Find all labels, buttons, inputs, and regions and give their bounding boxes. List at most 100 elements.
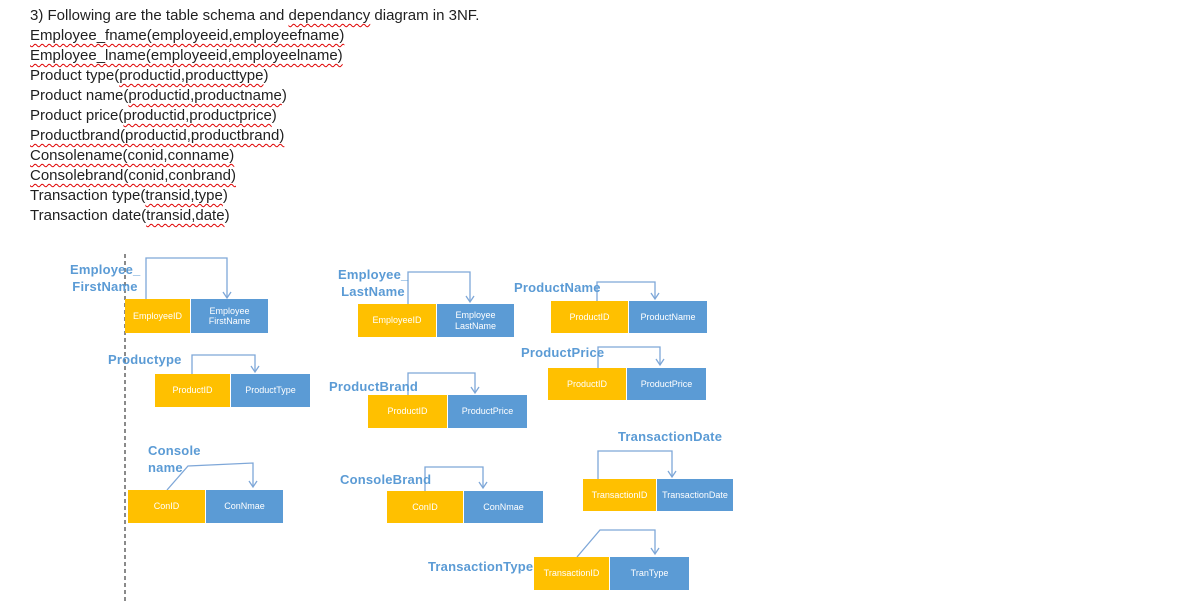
- dependency-arrow-employee-firstname: [145, 257, 228, 299]
- attribute-box-label: LastName: [454, 320, 497, 331]
- fd-label-line: LastName: [341, 284, 405, 299]
- arrowhead-icon: [650, 547, 660, 556]
- attribute-box-label: ConNmae: [483, 501, 524, 512]
- schema-line: Product price(productid,productprice): [30, 106, 479, 126]
- schema-text: ): [224, 207, 230, 224]
- misspelled-text: transid,date: [146, 207, 225, 224]
- dependency-arrow-consolebrand: [424, 466, 484, 491]
- key-box-employee-firstname: EmployeeID: [125, 299, 190, 333]
- dependency-arrow-console-name: [166, 462, 254, 491]
- schema-line: 3) Following are the table schema and de…: [30, 6, 479, 26]
- fd-label-productbrand: ProductBrand: [329, 378, 419, 395]
- schema-text: Transaction type(: [30, 187, 146, 204]
- key-box-productbrand: ProductID: [368, 395, 447, 428]
- attribute-box-productype: ProductType: [231, 374, 310, 407]
- dependency-arrow-productname: [596, 281, 656, 301]
- misspelled-text: Consolename(conid,conname): [30, 147, 235, 164]
- attribute-box-label: FirstName: [208, 316, 251, 326]
- schema-text: Product price(: [30, 107, 124, 124]
- key-box-label: ProductID: [566, 378, 608, 389]
- attribute-box-transactiondate: TransactionDate: [657, 479, 733, 511]
- fd-label-line: TransactionType: [428, 559, 534, 574]
- attribute-box-transactiontype: TranType: [610, 557, 689, 590]
- key-box-employee-lastname: EmployeeID: [358, 304, 436, 337]
- misspelled-text: dependancy: [288, 7, 371, 24]
- attribute-box-productprice: ProductPrice: [627, 368, 706, 400]
- fd-label-productname: ProductName: [514, 279, 601, 296]
- schema-line: Employee_fname(employeeid,employeefname): [30, 26, 479, 46]
- fd-label-line: Productype: [108, 352, 182, 367]
- schema-text: ): [281, 87, 287, 104]
- key-box-productprice: ProductID: [548, 368, 626, 400]
- attribute-box-label: TranType: [630, 568, 669, 579]
- fd-label-transactiondate: TransactionDate: [618, 428, 722, 445]
- key-box-label: ProductID: [387, 406, 428, 417]
- attribute-box-label: TransactionDate: [662, 489, 728, 500]
- arrowhead-icon: [667, 470, 677, 479]
- misspelled-text: transid,type: [145, 187, 223, 204]
- dependency-arrow-productprice: [597, 346, 661, 368]
- fd-label-employee-lastname: Employee_ LastName: [338, 266, 408, 300]
- key-box-productype: ProductID: [155, 374, 230, 407]
- fd-label-line: Employee_: [70, 262, 141, 277]
- schema-text: Product name(: [30, 87, 129, 104]
- schema-line: Product name(productid,productname): [30, 86, 479, 106]
- misspelled-text: productid,producttype: [119, 67, 264, 84]
- schema-text-block: 3) Following are the table schema and de…: [30, 6, 479, 226]
- fd-label-consolebrand: ConsoleBrand: [340, 471, 432, 488]
- attribute-box-label: Employee: [455, 310, 496, 320]
- misspelled-text: Employee_lname(employeeid,employeelname): [30, 47, 343, 64]
- attribute-box-label: ProductPrice: [640, 378, 693, 389]
- fd-label-line: ConsoleBrand: [340, 472, 432, 487]
- fd-label-line: FirstName: [72, 279, 138, 294]
- attribute-box-label: ProductName: [640, 311, 696, 322]
- fd-label-line: ProductName: [514, 280, 601, 295]
- schema-text: ): [271, 107, 277, 124]
- schema-line: Transaction date(transid,date): [30, 206, 479, 226]
- attribute-box-productbrand: ProductPrice: [448, 395, 527, 428]
- attribute-box-productname: ProductName: [629, 301, 707, 333]
- fd-label-transactiontype: TransactionType: [428, 558, 534, 575]
- schema-line: Consolename(conid,conname): [30, 146, 479, 166]
- key-box-label: ProductID: [172, 385, 213, 396]
- arrowhead-icon: [248, 480, 258, 489]
- key-box-label: ProductID: [569, 311, 610, 322]
- attribute-box-console-name: ConNmae: [206, 490, 283, 523]
- schema-line: Consolebrand(conid,conbrand): [30, 166, 479, 186]
- key-box-label: TransactionID: [543, 568, 600, 579]
- schema-text: ): [263, 67, 269, 84]
- misspelled-text: Employee_fname(employeeid,employeefname): [30, 27, 345, 44]
- arrowhead-icon: [470, 386, 480, 395]
- key-box-transactiontype: TransactionID: [534, 557, 609, 590]
- attribute-box-label: Employee: [209, 305, 250, 316]
- fd-label-line: ProductBrand: [329, 379, 419, 394]
- dependency-arrow-productype: [191, 354, 256, 374]
- key-box-productname: ProductID: [551, 301, 628, 333]
- fd-label-line: ProductPrice: [521, 345, 605, 360]
- schema-text: diagram in 3NF.: [370, 7, 480, 24]
- fd-label-productprice: ProductPrice: [521, 344, 605, 361]
- schema-text: Product type(: [30, 67, 120, 84]
- arrowhead-icon: [655, 358, 665, 367]
- key-box-consolebrand: ConID: [387, 491, 463, 523]
- schema-line: Product type(productid,producttype): [30, 66, 479, 86]
- attribute-box-label: ProductType: [245, 385, 296, 396]
- schema-line: Transaction type(transid,type): [30, 186, 479, 206]
- key-box-label: TransactionID: [591, 489, 648, 500]
- arrowhead-icon: [250, 365, 260, 374]
- dependency-arrow-employee-lastname: [407, 271, 471, 304]
- schema-line: Productbrand(productid,productbrand): [30, 126, 479, 146]
- schema-text: ): [222, 187, 228, 204]
- schema-text: Transaction date(: [30, 207, 147, 224]
- key-box-label: EmployeeID: [372, 315, 422, 326]
- fd-label-employee-firstname: Employee_ FirstName: [70, 261, 140, 295]
- fd-label-console-name: Console name: [148, 442, 236, 476]
- key-box-label: ConID: [412, 501, 438, 512]
- arrowhead-icon: [478, 481, 488, 490]
- fd-label-line: Employee_: [338, 267, 409, 282]
